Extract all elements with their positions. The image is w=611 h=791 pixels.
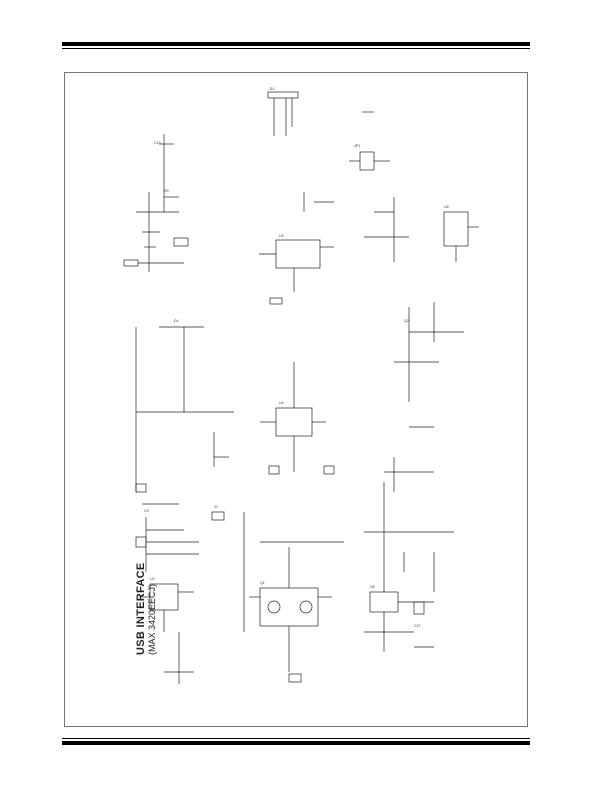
svg-text:JP1: JP1 bbox=[354, 144, 360, 148]
conn-left-mid bbox=[211, 511, 225, 521]
conn-mid-2 bbox=[323, 465, 335, 475]
conn-mid-left bbox=[135, 483, 147, 493]
footer-rule-thin bbox=[62, 738, 530, 739]
svg-text:R4: R4 bbox=[164, 189, 169, 193]
schematic-title: USB INTERFACE bbox=[135, 562, 147, 655]
header-rule-thick bbox=[62, 42, 530, 46]
conn-mid bbox=[268, 465, 280, 475]
header-rule-thin bbox=[62, 48, 530, 49]
conn-bottom bbox=[288, 673, 302, 683]
usb-connector bbox=[123, 259, 139, 267]
ic-upper-middle bbox=[275, 239, 321, 269]
svg-text:Q2: Q2 bbox=[404, 319, 409, 323]
svg-text:J11: J11 bbox=[269, 87, 275, 91]
svg-text:U6: U6 bbox=[370, 585, 375, 589]
upper-connector bbox=[269, 297, 283, 305]
schematic-subtitle: (MAX 3420EECJ) bbox=[147, 583, 157, 655]
svg-text:U4: U4 bbox=[279, 401, 284, 405]
svg-text:C13: C13 bbox=[154, 141, 161, 145]
jumper-block bbox=[359, 151, 375, 171]
conn-right-bottom bbox=[413, 601, 425, 615]
svg-text:Q1: Q1 bbox=[260, 581, 265, 585]
mosfet-block bbox=[259, 587, 319, 627]
title-block: USB INTERFACE (MAX 3420EECJ) bbox=[135, 562, 157, 655]
svg-text:U5: U5 bbox=[444, 205, 449, 209]
footer-rule-thick bbox=[62, 741, 530, 745]
svg-text:J7: J7 bbox=[214, 505, 218, 509]
fet-1 bbox=[267, 600, 281, 614]
svg-text:U2: U2 bbox=[150, 577, 155, 581]
schematic-drawing: C13 R4 U3 J11 JP1 U5 D4 U4 Q2 U2 Q1 U6 C… bbox=[123, 87, 479, 684]
fet-2 bbox=[299, 600, 313, 614]
svg-text:C17: C17 bbox=[414, 624, 421, 628]
small-ic bbox=[173, 237, 189, 247]
svg-text:U3: U3 bbox=[279, 234, 284, 238]
schematic-frame bbox=[64, 72, 528, 727]
reg-ic bbox=[369, 591, 399, 613]
conn-left bbox=[135, 536, 147, 548]
header-connector bbox=[267, 91, 299, 99]
ic-right-upper bbox=[443, 211, 469, 247]
ic-middle bbox=[275, 407, 313, 437]
svg-text:D4: D4 bbox=[174, 319, 179, 323]
svg-text:C9: C9 bbox=[144, 509, 149, 513]
